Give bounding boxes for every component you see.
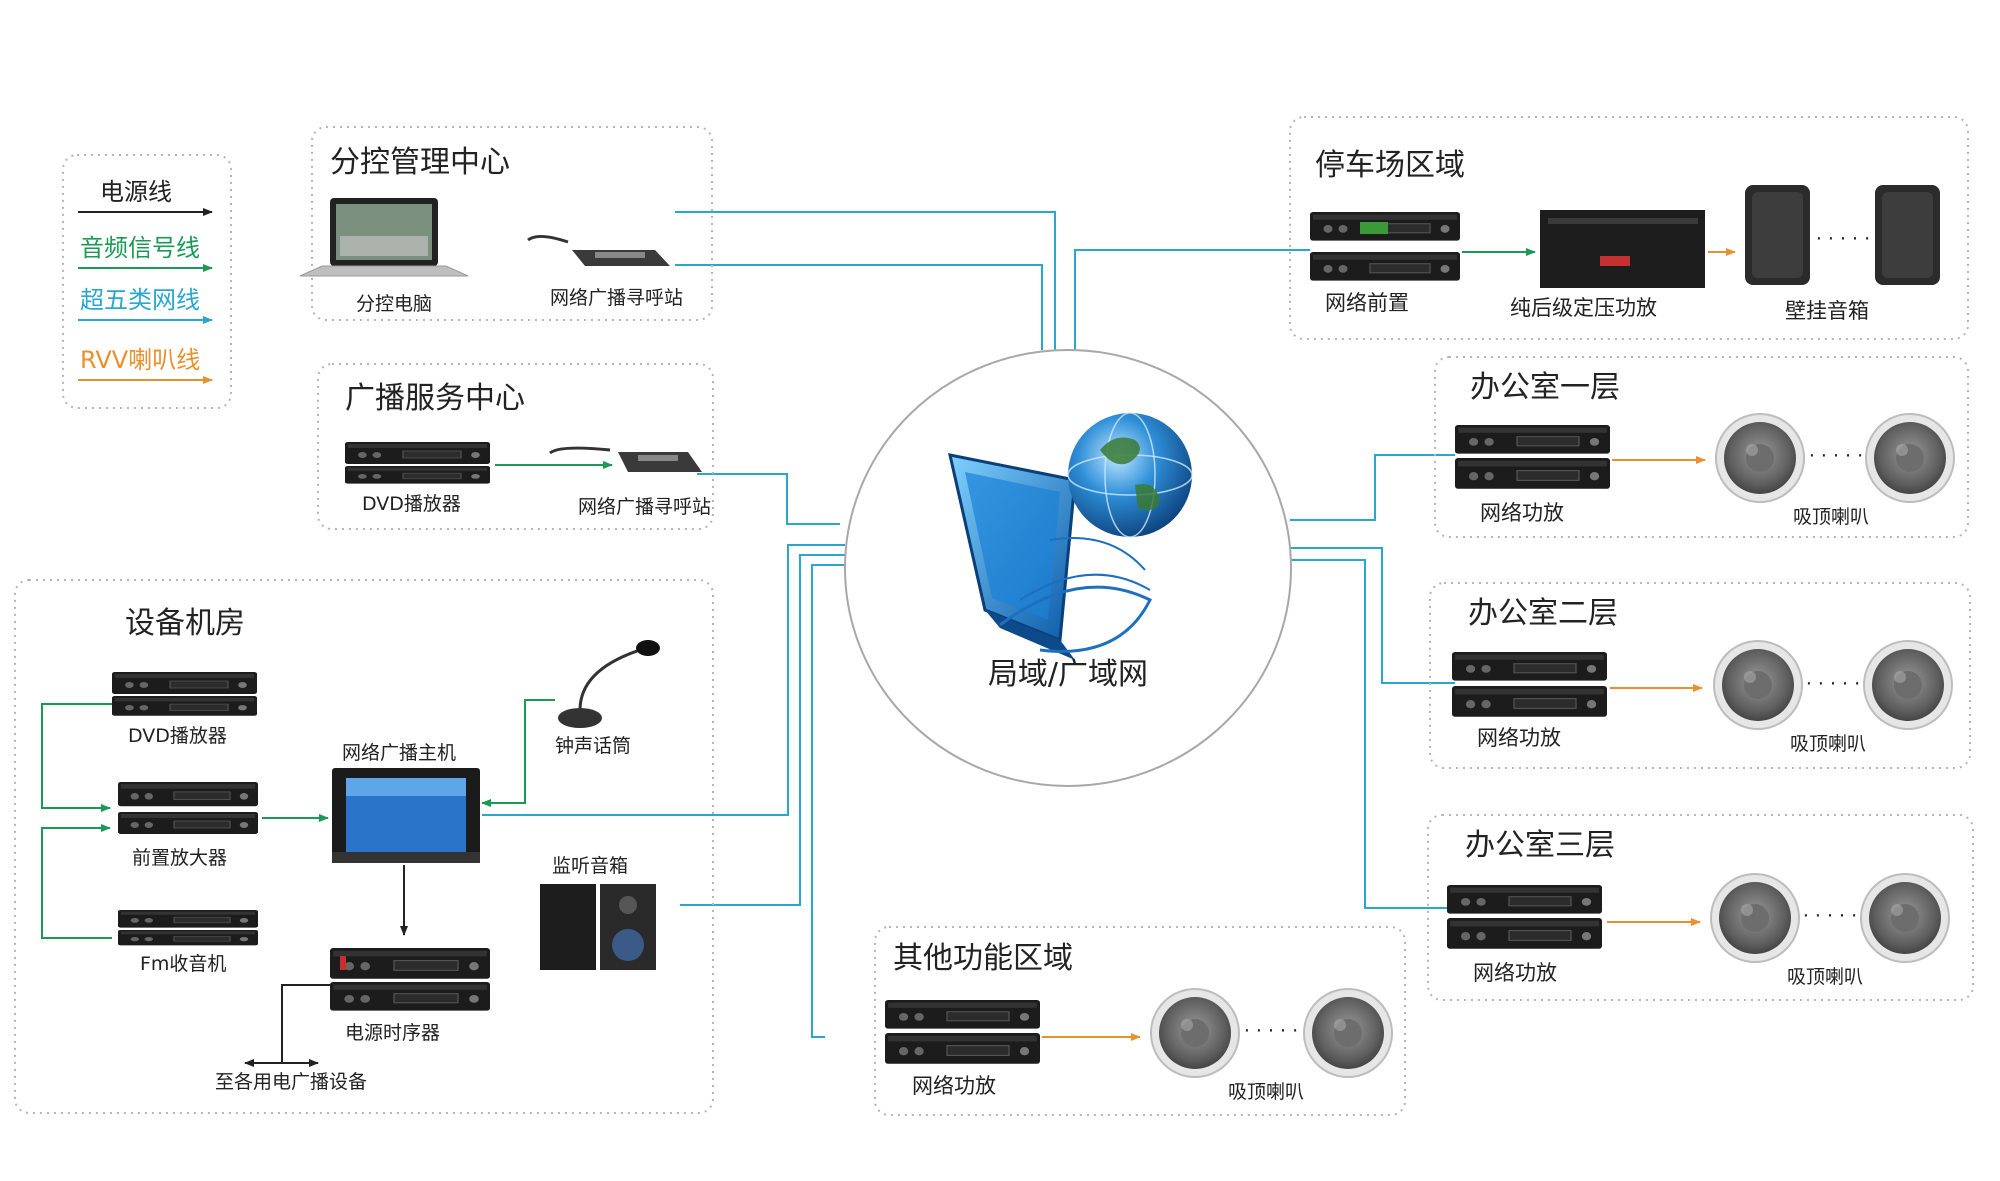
service-dvd-label: DVD播放器 <box>362 493 461 515</box>
zone-office-1: 办公室一层 网络功放 · · · · · 吸顶喇叭 <box>1434 356 1969 538</box>
monitor-globe-icon <box>948 412 1193 660</box>
sub-control-pc-label: 分控电脑 <box>356 293 432 315</box>
room-sequencer-label: 电源时序器 <box>345 1022 440 1044</box>
parking-ellipsis: · · · · · <box>1816 228 1870 250</box>
dvd-player-icon <box>344 441 491 485</box>
room-fm-label: Fm收音机 <box>140 953 226 975</box>
wall-speaker-icon <box>1745 185 1940 285</box>
broadcast-host-icon <box>332 768 480 863</box>
network-amp-icon <box>884 999 1041 1065</box>
power-sequencer-icon <box>329 947 491 1012</box>
office2-amp-label: 网络功放 <box>1477 726 1561 750</box>
chime-mic-icon <box>558 640 660 728</box>
sub-control-title: 分控管理中心 <box>330 145 510 180</box>
office3-speaker-label: 吸顶喇叭 <box>1787 966 1863 988</box>
network-amp-icon <box>1451 651 1608 718</box>
other-ellipsis: · · · · · <box>1244 1020 1298 1042</box>
office2-speaker-label: 吸顶喇叭 <box>1790 733 1866 755</box>
room-to-devices-label: 至各用电广播设备 <box>215 1071 367 1093</box>
network-amp-icon <box>1454 424 1611 490</box>
legend-power-label: 电源线 <box>100 178 172 206</box>
parking-front-label: 网络前置 <box>1325 291 1409 315</box>
zone-equipment-room: 设备机房 DVD播放器 前置放大器 Fm收音机 网络广播主机 <box>14 579 714 1114</box>
legend-audio-label: 音频信号线 <box>80 234 200 262</box>
parking-title: 停车场区域 <box>1315 148 1465 183</box>
network-lines <box>482 211 1455 1038</box>
office1-ellipsis: · · · · · <box>1809 445 1863 467</box>
legend: 电源线 音频信号线 超五类网线 RVV喇叭线 <box>62 154 232 409</box>
service-mic-label: 网络广播寻呼站 <box>578 496 711 518</box>
monitor-speaker-icon <box>540 884 656 970</box>
room-title: 设备机房 <box>125 606 245 641</box>
legend-network-label: 超五类网线 <box>80 286 200 314</box>
zone-office-2: 办公室二层 网络功放 · · · · · 吸顶喇叭 <box>1429 582 1971 769</box>
other-amp-label: 网络功放 <box>912 1074 996 1098</box>
legend-speaker-label: RVV喇叭线 <box>80 346 200 374</box>
office1-title: 办公室一层 <box>1470 370 1620 405</box>
parking-amp-label: 纯后级定压功放 <box>1510 296 1657 320</box>
office3-ellipsis: · · · · · <box>1803 905 1857 927</box>
zone-parking: 停车场区域 网络前置 纯后级定压功放 · · · · · 壁挂音箱 <box>1289 116 1969 340</box>
other-title: 其他功能区域 <box>893 941 1073 976</box>
room-dvd-label: DVD播放器 <box>128 725 227 747</box>
room-power-lines <box>244 984 330 1067</box>
preamp-icon <box>117 781 259 835</box>
network-amp-icon <box>1446 884 1603 950</box>
zone-service: 广播服务中心 DVD播放器 网络广播寻呼站 <box>317 363 714 530</box>
paging-mic-icon <box>549 446 702 472</box>
room-chime-label: 钟声话筒 <box>555 735 631 757</box>
office1-amp-label: 网络功放 <box>1480 501 1564 525</box>
center-network: 局域/广域网 <box>844 349 1292 787</box>
zone-sub-control: 分控管理中心 分控电脑 网络广播寻呼站 <box>299 126 713 321</box>
service-title: 广播服务中心 <box>345 381 525 416</box>
fm-radio-icon <box>117 909 259 947</box>
dvd-player-icon <box>111 671 258 717</box>
laptop-icon <box>299 198 469 277</box>
parking-speaker-label: 壁挂音箱 <box>1785 299 1869 323</box>
office3-amp-label: 网络功放 <box>1473 961 1557 985</box>
office2-title: 办公室二层 <box>1468 596 1618 631</box>
room-preamp-label: 前置放大器 <box>132 847 227 869</box>
room-audio-lines <box>41 699 555 939</box>
zone-office-3: 办公室三层 网络功放 · · · · · 吸顶喇叭 <box>1427 814 1974 1001</box>
zone-other: 其他功能区域 网络功放 · · · · · 吸顶喇叭 <box>874 926 1406 1116</box>
power-amp-icon <box>1540 210 1705 288</box>
office2-ellipsis: · · · · · <box>1806 673 1860 695</box>
center-network-label: 局域/广域网 <box>988 657 1148 692</box>
paging-mic-icon <box>527 235 670 266</box>
sub-control-mic-label: 网络广播寻呼站 <box>550 287 683 309</box>
network-front-icon <box>1309 211 1461 282</box>
office1-speaker-label: 吸顶喇叭 <box>1793 506 1869 528</box>
room-monitor-label: 监听音箱 <box>552 855 628 877</box>
office3-title: 办公室三层 <box>1465 828 1615 863</box>
room-host-label: 网络广播主机 <box>342 742 456 764</box>
other-speaker-label: 吸顶喇叭 <box>1228 1081 1304 1103</box>
